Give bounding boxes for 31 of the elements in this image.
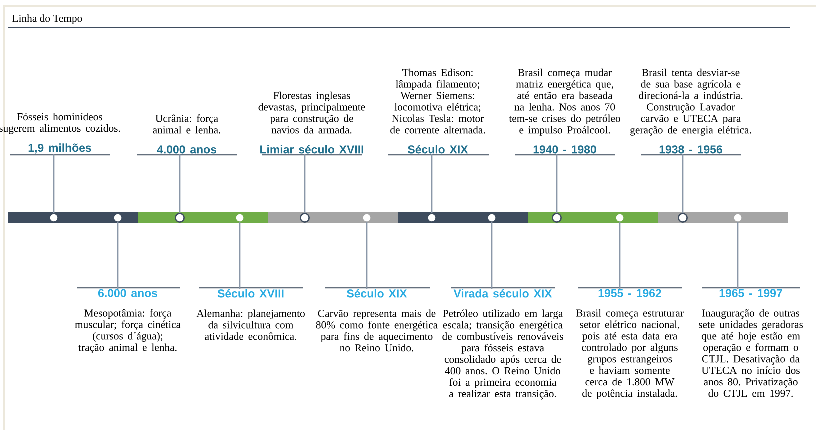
timeline-event: 1955 - 1962 Brasil começa estruturar setor elétrico nacional, pois até esta data era controlado por alguns grupos estrangeiros e haviam somente cerca de 1.800 MW de potência instalada. (576, 289, 684, 400)
timeline-event: Fósseis hominídeos sugerem alimentos cozidos. 1,9 milhões (0, 113, 120, 154)
connector-line (737, 222, 739, 289)
connector-line (117, 222, 119, 289)
connector-line (366, 222, 368, 289)
connector-line (556, 154, 558, 213)
title: Linha do Tempo (12, 14, 82, 24)
timeline-event: 1965 - 1997 Inauguração de outras sete unidades geradoras que até hoje estão em operação e formam o CTJL. Desativação da UTECA no início dos anos 80. Privatização do CTJL em 1997. (699, 289, 804, 398)
timeline-dot (236, 214, 244, 222)
timeline-dot (734, 214, 742, 222)
timeline-event: Florestas inglesas devastas, principalmente para construção de navios da armada. Limiar século XVIII (258, 92, 366, 154)
timeline-event: Século XIX Carvão representa mais de 80% como fonte energética para fins de aquecimento no Reino Unido. (316, 289, 438, 352)
timeline-dot (488, 214, 496, 222)
timeline-dot (114, 214, 122, 222)
timeline-event: Virada século XIX Petróleo utilizado em larga escala; transição energética de combustíveis renováveis para fósseis estava consolidado após cerca de 400 anos. O Reino Unido foi a primeira economia a realizar esta transição. (442, 289, 564, 400)
timeline-event: Brasil tenta desviar-se de sua base agrícola e direcioná-la a indústria. Construção Lavador carvão e UTECA para geração de energia elétrica. 1938 - 1956 (630, 68, 752, 154)
timeline-event: 6.000 anos Mesopotâmia: força muscular; força cinética (cursos d´água); tração animal e lenha. (75, 289, 181, 354)
timeline-dot (616, 214, 624, 222)
connector-line (304, 154, 306, 213)
timeline-event: Século XVIII Alemanha: planejamento da silvicultura com atividade econômica. (196, 289, 305, 340)
timeline-event: Ucrânia: força animal e lenha. 4.000 anos (153, 114, 221, 154)
connector-line (619, 222, 621, 289)
timeline-event: Thomas Edison: lâmpada filamento; Werner Siemens: locomotiva elétrica; Nicolas Tesla: motor de corrente alternada. Século XIX (390, 68, 486, 154)
connector-line (491, 222, 493, 289)
timeline-event: Brasil começa mudar matriz energética que, até então era baseada na lenha. Nos anos 70 tem-se crises do petróleo e impulso Proálcool. 1940 - 1980 (509, 68, 620, 154)
connector-line (431, 154, 433, 213)
connector-line (239, 222, 241, 289)
connector-line (53, 154, 55, 213)
timeline-dot (363, 214, 371, 222)
connector-line (682, 154, 684, 213)
connector-line (179, 154, 181, 213)
